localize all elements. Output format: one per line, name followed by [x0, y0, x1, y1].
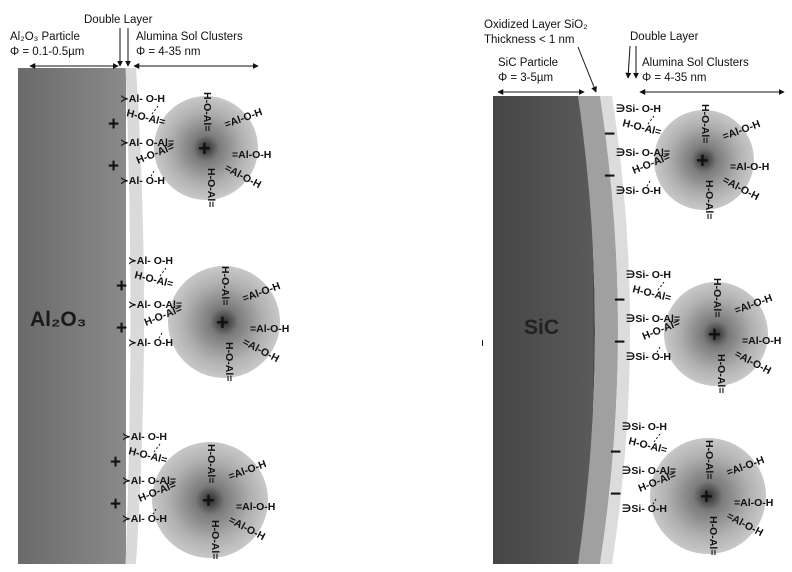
cluster-group-bottom: H-O-Al=: [707, 516, 719, 555]
left-cluster-size: Φ = 4-35 nm: [136, 46, 200, 58]
alumina-sol-cluster: [654, 110, 754, 210]
alumina-sol-cluster: [154, 96, 258, 200]
cluster-group-bottom: H-O-Al=: [223, 342, 235, 381]
al2o3-particle-size: Φ = 0.1-0.5µm: [10, 46, 84, 58]
right-double-layer: [600, 96, 630, 564]
cluster-group-bottom: H-O-Al=: [209, 520, 221, 559]
cluster-group-top: H-O-Al=: [219, 266, 231, 305]
cluster-positive-charge: +: [198, 136, 211, 161]
cluster-positive-charge: +: [700, 484, 713, 509]
right-cluster-label: Alumina Sol Clusters: [642, 57, 749, 69]
sic-particle: [493, 96, 593, 564]
al2o3-particle-label: Al₂O₃ Particle: [10, 31, 80, 43]
surface-group-1: ≻Al- O-H: [128, 255, 173, 267]
surface-group-5: ∋Si- O-H: [622, 503, 667, 515]
surface-group-5: ≻Al- O-H: [122, 513, 167, 525]
surface-group-2: H-O-Al=: [631, 283, 672, 304]
cluster-positive-charge: +: [216, 310, 229, 335]
surface-group-3: ∋Si- O-Al=: [616, 147, 670, 159]
oxide-layer-label: Oxidized Layer SiO₂: [484, 19, 588, 31]
surface-group-5: ∋Si- O-H: [616, 185, 661, 197]
right-unit-2: +H-O-Al==Al-O-H=Al-O-H=Al-O-HH-O-Al=∋Si-…: [614, 269, 781, 393]
stray-mark: ı: [481, 337, 484, 349]
right-unit-3: +H-O-Al==Al-O-H=Al-O-H=Al-O-HH-O-Al=∋Si-…: [610, 421, 773, 555]
cluster-positive-charge: +: [708, 322, 721, 347]
cluster-group-right: =Al-O-H: [730, 161, 769, 173]
sic-particle-label: SiC Particle: [498, 57, 558, 69]
surface-group-3: ≻Al- O-Al=: [120, 137, 174, 149]
cluster-group-top: H-O-Al=: [205, 444, 217, 483]
al2o3-particle: [18, 68, 126, 564]
cluster-group-right: =Al-O-H: [734, 497, 773, 509]
surface-group-3: ≻Al- O-Al=: [128, 299, 182, 311]
left-unit-1: +H-O-Al==Al-O-H=Al-O-H=Al-O-HH-O-Al=≻Al-…: [108, 92, 271, 207]
left-adsorption-units: + H-O-Al= =Al-O-H =Al-O-H =Al-O-H H-O-Al= ≻Al-…: [108, 92, 289, 559]
sio2-oxide-layer: [578, 96, 618, 564]
al2o3-particle-name: Al₂O₃: [30, 308, 86, 331]
surface-charge-sign: −: [614, 290, 625, 311]
surface-group-3: ∋Si- O-Al=: [626, 313, 680, 325]
surface-group-5: ≻Al- O-H: [120, 175, 165, 187]
surface-charge-sign: +: [108, 114, 119, 135]
surface-group-3: ∋Si- O-Al=: [622, 465, 676, 477]
oxide-layer-thickness: Thickness < 1 nm: [484, 34, 574, 46]
cluster-group-right: =Al-O-H: [236, 501, 275, 513]
surface-charge-sign: +: [116, 318, 127, 339]
alumina-sol-cluster: [152, 442, 268, 558]
cluster-positive-charge: +: [202, 488, 215, 513]
right-unit-1: +H-O-Al==Al-O-H=Al-O-H=Al-O-HH-O-Al=∋Si-…: [604, 103, 769, 219]
surface-charge-sign: −: [604, 124, 615, 145]
surface-group-1: ≻Al- O-H: [122, 431, 167, 443]
surface-group-2: H-O-Al=: [621, 117, 662, 138]
surface-group-5: ∋Si- O-H: [626, 351, 671, 363]
left-unit-3: +H-O-Al==Al-O-H=Al-O-H=Al-O-HH-O-Al=≻Al-…: [110, 431, 275, 559]
cluster-group-top: H-O-Al=: [703, 440, 715, 479]
cluster-group-bottom: H-O-Al=: [205, 168, 217, 207]
cluster-group-right: =Al-O-H: [250, 323, 289, 335]
cluster-group-bottom: H-O-Al=: [715, 354, 727, 393]
sic-particle-size: Φ = 3-5µm: [498, 72, 553, 84]
right-double-layer-label: Double Layer: [630, 31, 699, 43]
alumina-sol-cluster: [168, 266, 280, 378]
surface-group-1: ∋Si- O-H: [626, 269, 671, 281]
sic-particle-name: SiC: [524, 316, 559, 339]
cluster-group-top: H-O-Al=: [201, 92, 213, 131]
surface-group-1: ≻Al- O-H: [120, 93, 165, 105]
surface-group-1: ∋Si- O-H: [616, 103, 661, 115]
cluster-group-bottom: H-O-Al=: [703, 180, 715, 219]
surface-charge-sign: −: [604, 166, 615, 187]
right-panel: Oxidized Layer SiO₂ Thickness < 1 nm Dou…: [484, 19, 785, 564]
left-panel: Double Layer Al₂O₃ Particle Φ = 0.1-0.5µ…: [10, 14, 289, 565]
surface-group-5: ≻Al- O-H: [128, 337, 173, 349]
surface-group-1: ∋Si- O-H: [622, 421, 667, 433]
cluster-group-right: =Al-O-H: [742, 335, 781, 347]
alumina-sol-cluster: [650, 438, 766, 554]
surface-charge-sign: −: [610, 442, 621, 463]
surface-charge-sign: +: [110, 494, 121, 515]
surface-group-3: ≻Al- O-Al=: [122, 475, 176, 487]
cluster-positive-charge: +: [696, 148, 709, 173]
cluster-group-right: =Al-O-H: [232, 149, 271, 161]
alumina-sol-cluster: [664, 282, 768, 386]
surface-charge-sign: +: [116, 276, 127, 297]
right-adsorption-units: + H-O-Al= =Al-O-H =Al-O-H =Al-O-H H-O-Al= ∋Si-…: [604, 103, 781, 555]
surface-group-2: H-O-Al=: [627, 435, 668, 456]
surface-charge-sign: −: [614, 332, 625, 353]
left-unit-2: +H-O-Al==Al-O-H=Al-O-H=Al-O-HH-O-Al=≻Al-…: [116, 255, 289, 381]
cluster-group-top: H-O-Al=: [699, 104, 711, 143]
left-cluster-label: Alumina Sol Clusters: [136, 31, 243, 43]
right-cluster-size: Φ = 4-35 nm: [642, 72, 706, 84]
surface-charge-sign: +: [110, 452, 121, 473]
surface-charge-sign: −: [610, 484, 621, 505]
left-double-layer: [126, 68, 144, 564]
cluster-group-top: H-O-Al=: [711, 278, 723, 317]
surface-charge-sign: +: [108, 156, 119, 177]
left-double-layer-label: Double Layer: [84, 14, 153, 26]
